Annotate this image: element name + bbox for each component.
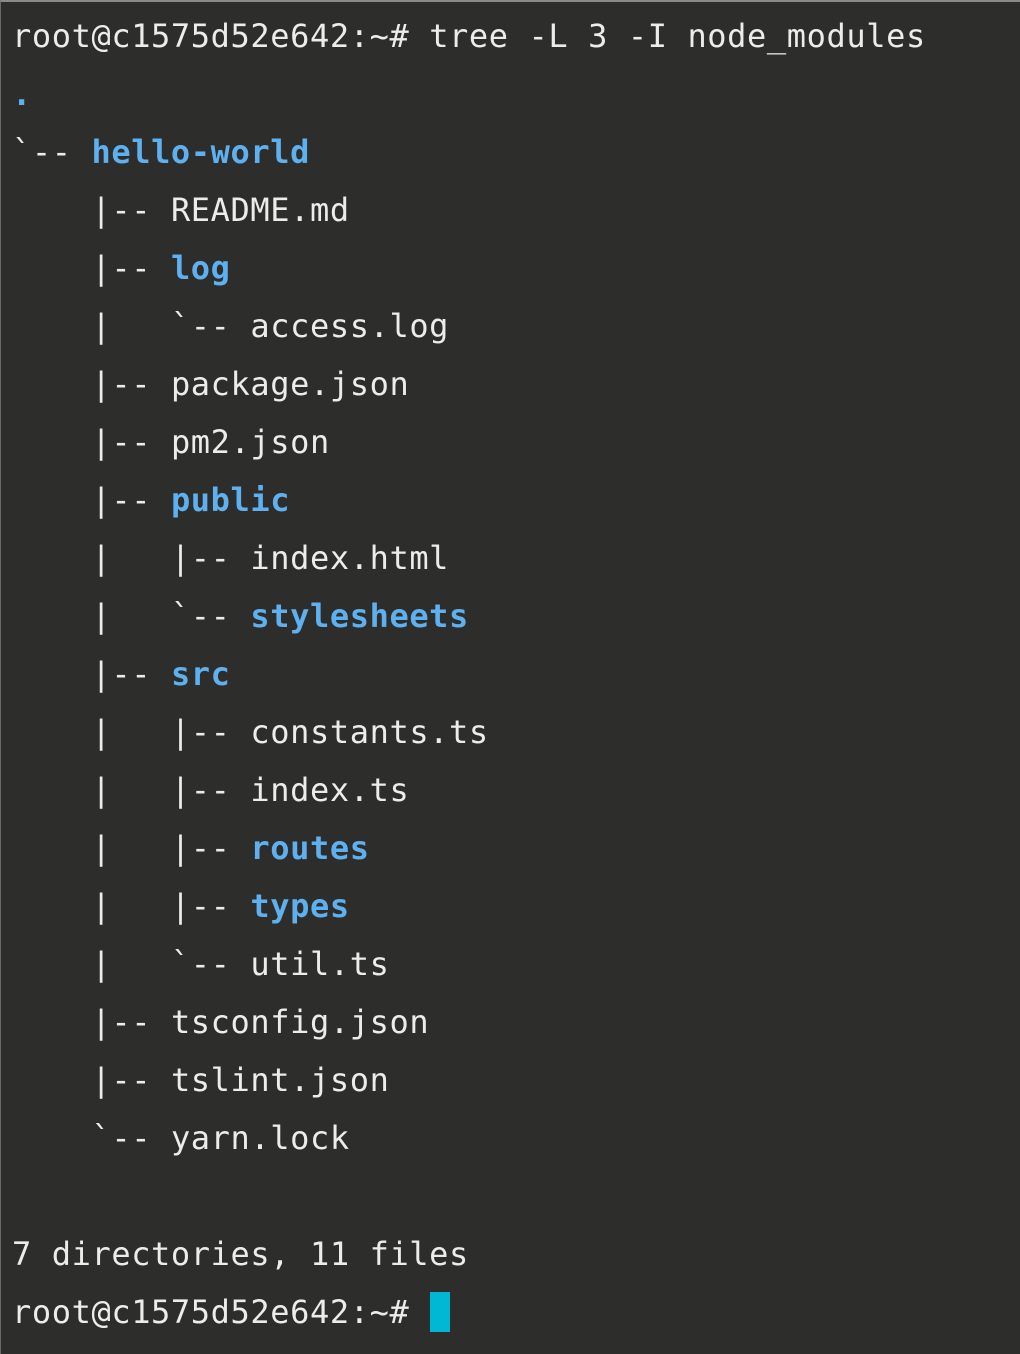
tree-row: |-- README.md [12,190,1020,248]
tree-row: |-- package.json [12,364,1020,422]
tree-row: | `-- util.ts [12,944,1020,1002]
tree-file-name: README.md [170,191,350,229]
tree-prefix: |-- [12,655,171,693]
tree-file-name: pm2.json [170,423,330,461]
tree-prefix: | |-- [12,713,251,751]
tree-output: . `-- hello-world |-- README.md |-- log … [12,74,1020,1176]
tree-prefix: |-- [12,423,171,461]
active-prompt-line[interactable]: root@c1575d52e642:~# [12,1292,1020,1350]
tree-row: | |-- types [12,886,1020,944]
tree-row: | |-- index.html [12,538,1020,596]
tree-row: |-- log [12,248,1020,306]
cursor-block [430,1292,451,1332]
tree-dir-name: stylesheets [250,597,469,635]
tree-root-dot: . [12,75,32,113]
tree-row: `-- hello-world [12,132,1020,190]
tree-prefix: | `-- [12,945,251,983]
tree-dir-name: src [170,655,231,693]
tree-dir-name: public [170,481,291,519]
tree-row: | `-- access.log [12,306,1020,364]
tree-row: | |-- constants.ts [12,712,1020,770]
tree-file-name: index.ts [250,771,410,809]
tree-row: | |-- index.ts [12,770,1020,828]
tree-prefix: |-- [12,1003,171,1041]
tree-row: |-- tsconfig.json [12,1002,1020,1060]
tree-row: |-- tslint.json [12,1060,1020,1118]
tree-file-name: yarn.lock [170,1119,350,1157]
tree-dir-name: log [170,249,231,287]
tree-dir-name: types [250,887,350,925]
command-line: root@c1575d52e642:~# tree -L 3 -I node_m… [12,16,1020,74]
tree-row: |-- public [12,480,1020,538]
tree-row: `-- yarn.lock [12,1118,1020,1176]
blank-line [12,1176,1020,1234]
tree-prefix: | `-- [12,307,251,345]
tree-file-name: constants.ts [250,713,489,751]
tree-file-name: access.log [250,307,450,345]
tree-prefix: |-- [12,191,171,229]
tree-dir-name: hello-world [91,133,310,171]
tree-prefix: |-- [12,249,171,287]
tree-row: | `-- stylesheets [12,596,1020,654]
summary-line: 7 directories, 11 files [12,1235,469,1273]
tree-file-name: util.ts [250,945,390,983]
tree-prefix: `-- [12,133,92,171]
tree-file-name: package.json [170,365,410,403]
tree-prefix: | |-- [12,539,251,577]
tree-row: |-- src [12,654,1020,712]
tree-prefix: | |-- [12,887,251,925]
tree-row: |-- pm2.json [12,422,1020,480]
tree-prefix: `-- [12,1119,171,1157]
tree-file-name: index.html [250,539,450,577]
command-text: tree -L 3 -I node_modules [429,17,926,55]
tree-prefix: | |-- [12,771,251,809]
tree-prefix: |-- [12,365,171,403]
tree-row: | |-- routes [12,828,1020,886]
tree-prefix: | `-- [12,597,251,635]
tree-file-name: tsconfig.json [170,1003,430,1041]
tree-dir-name: routes [250,829,370,867]
tree-prefix: | |-- [12,829,251,867]
prompt: root@c1575d52e642:~# [12,17,410,55]
tree-file-name: tslint.json [170,1061,390,1099]
tree-prefix: |-- [12,481,171,519]
tree-prefix: |-- [12,1061,171,1099]
tree-row: . [12,74,1020,132]
prompt: root@c1575d52e642:~# [12,1293,410,1331]
